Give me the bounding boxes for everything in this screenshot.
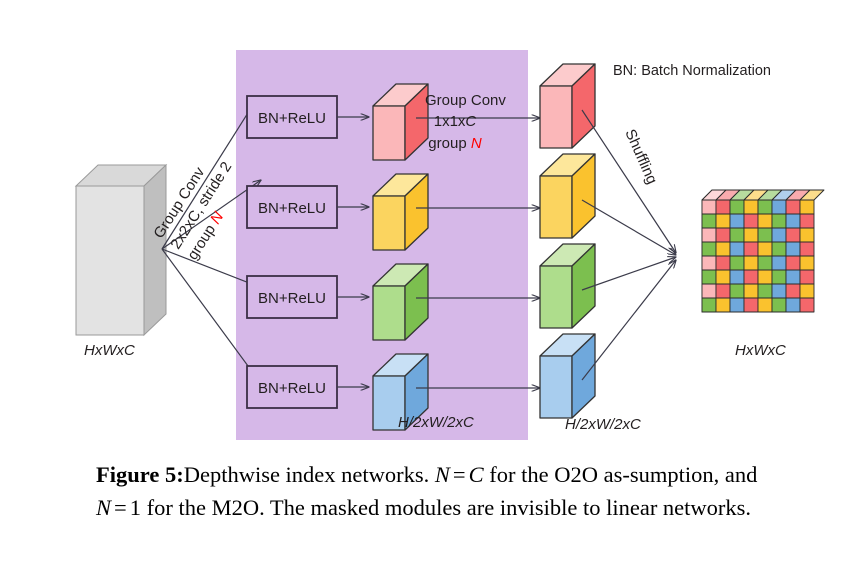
output-shuffled-block bbox=[701, 189, 825, 313]
caption-var-n1: N bbox=[434, 462, 450, 487]
bn-relu-label-3: BN+ReLU bbox=[258, 290, 326, 307]
caption-rel-1: = bbox=[452, 462, 466, 487]
caption-var-c: C bbox=[468, 462, 484, 487]
branch-block-col2-yellow bbox=[539, 153, 596, 239]
group-conv-mid-label: Group Conv 1x1xC group N bbox=[425, 92, 506, 152]
caption-text-4: for the M2O. The masked modules are bbox=[140, 495, 495, 520]
caption-text-2: for the O2O as- bbox=[483, 462, 630, 487]
branch-block-col1-blue bbox=[372, 353, 429, 431]
group-conv-mid-line2: 1x1xC bbox=[434, 113, 477, 130]
bn-relu-box-3[interactable]: BN+ReLU bbox=[246, 275, 338, 319]
caption-val-1: 1 bbox=[129, 495, 141, 520]
input-block-label: HxWxC bbox=[84, 342, 135, 359]
output-block-label: HxWxC bbox=[735, 342, 786, 359]
branch-block-col1-red bbox=[372, 83, 429, 161]
caption-var-n2: N bbox=[96, 495, 112, 520]
column2-size-label: H/2xW/2xC bbox=[565, 416, 641, 433]
bn-relu-label-1: BN+ReLU bbox=[258, 110, 326, 127]
caption-text-3: sumption, and bbox=[629, 462, 758, 487]
group-conv-mid-line1: Group Conv bbox=[425, 92, 506, 109]
bn-relu-box-4[interactable]: BN+ReLU bbox=[246, 365, 338, 409]
bn-relu-label-2: BN+ReLU bbox=[258, 200, 326, 217]
bn-relu-label-4: BN+ReLU bbox=[258, 380, 326, 397]
bn-relu-box-1[interactable]: BN+ReLU bbox=[246, 95, 338, 139]
bn-to-block-arrows bbox=[337, 117, 369, 387]
legend-bn-text: BN: Batch Normalization bbox=[613, 63, 771, 79]
shuffling-arrows bbox=[581, 109, 676, 381]
group-conv-fanout-arrows bbox=[161, 97, 262, 385]
figure-caption-block: Figure 5:Depthwise index networks. N=C f… bbox=[96, 458, 774, 524]
group-conv-mid-arrows bbox=[416, 118, 540, 388]
column1-size-label: H/2xW/2xC bbox=[398, 414, 474, 431]
branch-block-col2-green bbox=[539, 243, 596, 329]
branch-block-col2-blue bbox=[539, 333, 596, 419]
figure-label: Figure 5: bbox=[96, 462, 184, 487]
branch-block-col1-green bbox=[372, 263, 429, 341]
caption-text-5: invisible to linear networks. bbox=[499, 495, 752, 520]
caption-rel-2: = bbox=[114, 495, 127, 520]
branch-block-col1-yellow bbox=[372, 173, 429, 251]
input-feature-block bbox=[74, 163, 168, 337]
branch-block-col2-red bbox=[539, 63, 596, 149]
caption-text-1: Depthwise index networks. bbox=[183, 462, 435, 487]
figure-caption: Figure 5:Depthwise index networks. N=C f… bbox=[96, 458, 774, 524]
bn-relu-box-2[interactable]: BN+ReLU bbox=[246, 185, 338, 229]
group-conv-mid-line3: group N bbox=[428, 135, 482, 152]
